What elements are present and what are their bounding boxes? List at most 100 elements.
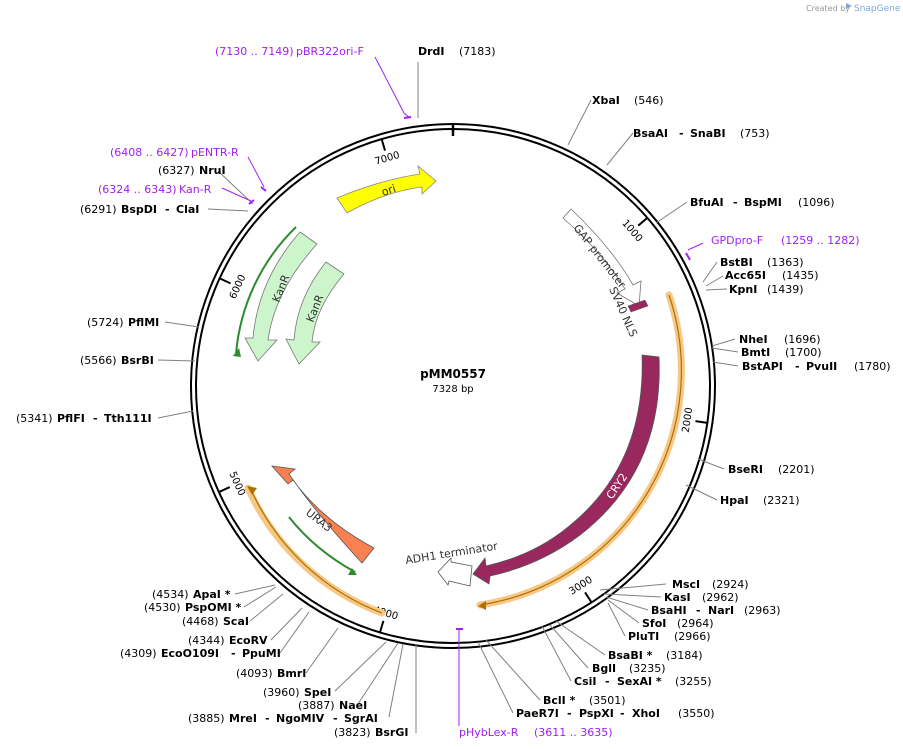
site-bsrgi[interactable]: (3823) BsrGI — [334, 726, 408, 739]
site-bcli-name: BclI * — [543, 694, 576, 707]
site-bmti-pos: (1700) — [785, 346, 822, 359]
cry2-feature[interactable] — [472, 354, 660, 585]
site-ecorv-name: EcoRV — [229, 634, 268, 647]
site-bfuai[interactable]: BfuAI - BspMI (1096) — [690, 196, 835, 209]
site-bsahi-name2: NarI — [708, 604, 734, 617]
ura3-feature[interactable] — [270, 465, 375, 564]
site-bfuai-name2: BspMI — [744, 196, 782, 209]
site-acc65i[interactable]: Acc65I (1435) — [725, 269, 819, 282]
site-bfuai-name: BfuAI — [690, 196, 724, 209]
kanr-highlight-line — [235, 226, 297, 355]
site-clai-sep: - — [165, 203, 170, 216]
hpai-leader-line — [685, 484, 718, 501]
site-bcli[interactable]: BclI * (3501) — [543, 694, 626, 707]
site-pluti[interactable]: PluTI (2966) — [628, 630, 711, 643]
site-scai[interactable]: (4468) ScaI — [182, 615, 249, 628]
psppomi-leader-line — [243, 586, 277, 608]
site-srgai[interactable]: (3885) MreI - NgoMIV - SgrAI — [188, 712, 378, 725]
primer-gpdpro[interactable]: GPDpro-F (1259 .. 1282) — [711, 234, 860, 247]
site-bgli-name: BglI — [592, 662, 616, 675]
apai-leader-line — [234, 584, 276, 595]
scale-label-7000: 7000 — [374, 150, 402, 168]
site-tth111i[interactable]: (5341) PflFI - Tth111I — [16, 412, 152, 425]
site-pluti-name: PluTI — [628, 630, 659, 643]
primer-gpdpro-range: (1259 .. 1282) — [781, 234, 860, 247]
site-nhei-name: NheI — [739, 333, 768, 346]
site-bsabi[interactable]: BsaBI * (3184) — [608, 649, 703, 662]
site-pflmi[interactable]: (5724) PflMI — [87, 316, 159, 329]
site-bseri[interactable]: BseRI (2201) — [728, 463, 815, 476]
site-srgai-pos: (3885) — [188, 712, 225, 725]
site-naei[interactable]: (3887) NaeI — [298, 699, 367, 712]
site-acc65i-pos: (1435) — [782, 269, 819, 282]
site-pluti-pos: (2966) — [674, 630, 711, 643]
site-bstapi[interactable]: BstAPI - PvuII (1780) — [742, 360, 891, 373]
site-drui-name: NruI — [199, 164, 226, 177]
ura3-highlight-line — [251, 491, 383, 614]
site-psppomi[interactable]: (4530) PspOMI * — [144, 601, 242, 614]
srgai-leader-line — [388, 643, 404, 718]
kpni-leader-line — [705, 288, 728, 291]
site-bstapi-name: BstAPI — [742, 360, 783, 373]
site-clai[interactable]: (6291) BspDI - ClaI — [80, 203, 199, 216]
site-xbai-name: XbaI — [592, 94, 620, 107]
site-pflmi-name: PflMI — [128, 316, 159, 329]
site-paer7i[interactable]: PaeR7I - PspXI - XhoI (3550) — [516, 707, 715, 720]
pbr322ori-primer-mark — [403, 116, 412, 119]
site-sfoi[interactable]: SfoI (2964) — [642, 617, 714, 630]
sv40-nls-feature[interactable] — [627, 299, 649, 313]
site-scai-pos: (4468) — [182, 615, 219, 628]
site-kasi[interactable]: KasI (2962) — [664, 591, 739, 604]
ori-feature[interactable] — [336, 164, 437, 214]
kanr-inner-feature[interactable] — [285, 261, 345, 365]
site-ppumi[interactable]: (4309) EcoO109I - PpuMI — [120, 647, 281, 660]
site-bmri[interactable]: (4093) BmrI — [236, 667, 306, 680]
primer-pbr322ori[interactable]: (7130 .. 7149) pBR322ori-F — [215, 45, 364, 58]
site-drdi-pos: (7183) — [459, 45, 496, 58]
site-hpai[interactable]: HpaI (2321) — [720, 494, 800, 507]
gap-promoter-feature[interactable] — [562, 208, 642, 307]
site-bstapi-sep: - — [795, 360, 800, 373]
adh1-terminator-feature[interactable] — [437, 556, 473, 587]
kanr-outer-feature[interactable] — [244, 231, 318, 362]
site-drdi[interactable]: DrdI (7183) — [418, 45, 496, 58]
site-ppumi-name: EcoO109I — [161, 647, 219, 660]
site-paer7i-pos: (3550) — [678, 707, 715, 720]
ppumi-leader-line — [279, 611, 310, 654]
clai-leader-line — [207, 208, 249, 212]
scale-label-5000: 5000 — [226, 470, 247, 498]
site-bsaai[interactable]: BsaAI - SnaBI (753) — [633, 127, 770, 140]
site-bmti[interactable]: BmtI (1700) — [741, 346, 822, 359]
primer-labels: (7130 .. 7149) pBR322ori-F (6408 .. 6427… — [98, 45, 860, 739]
snapgene-brand-text: SnapGene — [854, 4, 901, 14]
site-tth111i-name: PflFI — [57, 412, 85, 425]
site-bsaai-name: BsaAI — [633, 127, 668, 140]
site-drui[interactable]: (6327) NruI — [158, 164, 226, 177]
kasi-leader-line — [603, 593, 662, 598]
site-srgai-name2: NgoMIV — [276, 712, 325, 725]
bsaai-leader-line — [606, 132, 634, 166]
kanr-primer-leader-line — [221, 187, 252, 202]
primer-pentr[interactable]: (6408 .. 6427) pENTR-R — [110, 146, 239, 159]
site-spei[interactable]: (3960) SpeI — [263, 686, 331, 699]
bseri-leader-line — [697, 458, 725, 470]
site-xbai[interactable]: XbaI (546) — [592, 94, 664, 107]
site-csii[interactable]: CsiI - SexAI * (3255) — [574, 675, 712, 688]
kanr-primer-mark — [248, 199, 255, 205]
site-kpni[interactable]: KpnI (1439) — [729, 283, 804, 296]
site-msci[interactable]: MscI (2924) — [672, 578, 749, 591]
primer-kanr[interactable]: (6324 .. 6343) Kan-R — [98, 183, 212, 196]
site-apai[interactable]: (4534) ApaI * — [152, 588, 231, 601]
site-bgli[interactable]: BglI (3235) — [592, 662, 666, 675]
primer-gpdpro-name: GPDpro-F — [711, 234, 763, 247]
site-bseri-name: BseRI — [728, 463, 763, 476]
bstapi-leader-line — [712, 361, 739, 367]
site-bsrbi[interactable]: (5566) BsrBI — [80, 354, 154, 367]
site-bstbi[interactable]: BstBI (1363) — [720, 256, 804, 269]
primer-phyblex[interactable]: pHybLex-R (3611 .. 3635) — [459, 726, 613, 739]
scale-label-3000: 3000 — [567, 575, 594, 598]
site-nhei[interactable]: NheI (1696) — [739, 333, 821, 346]
site-bsahi[interactable]: BsaHI - NarI (2963) — [651, 604, 781, 617]
site-ecorv[interactable]: (4344) EcoRV — [188, 634, 268, 647]
